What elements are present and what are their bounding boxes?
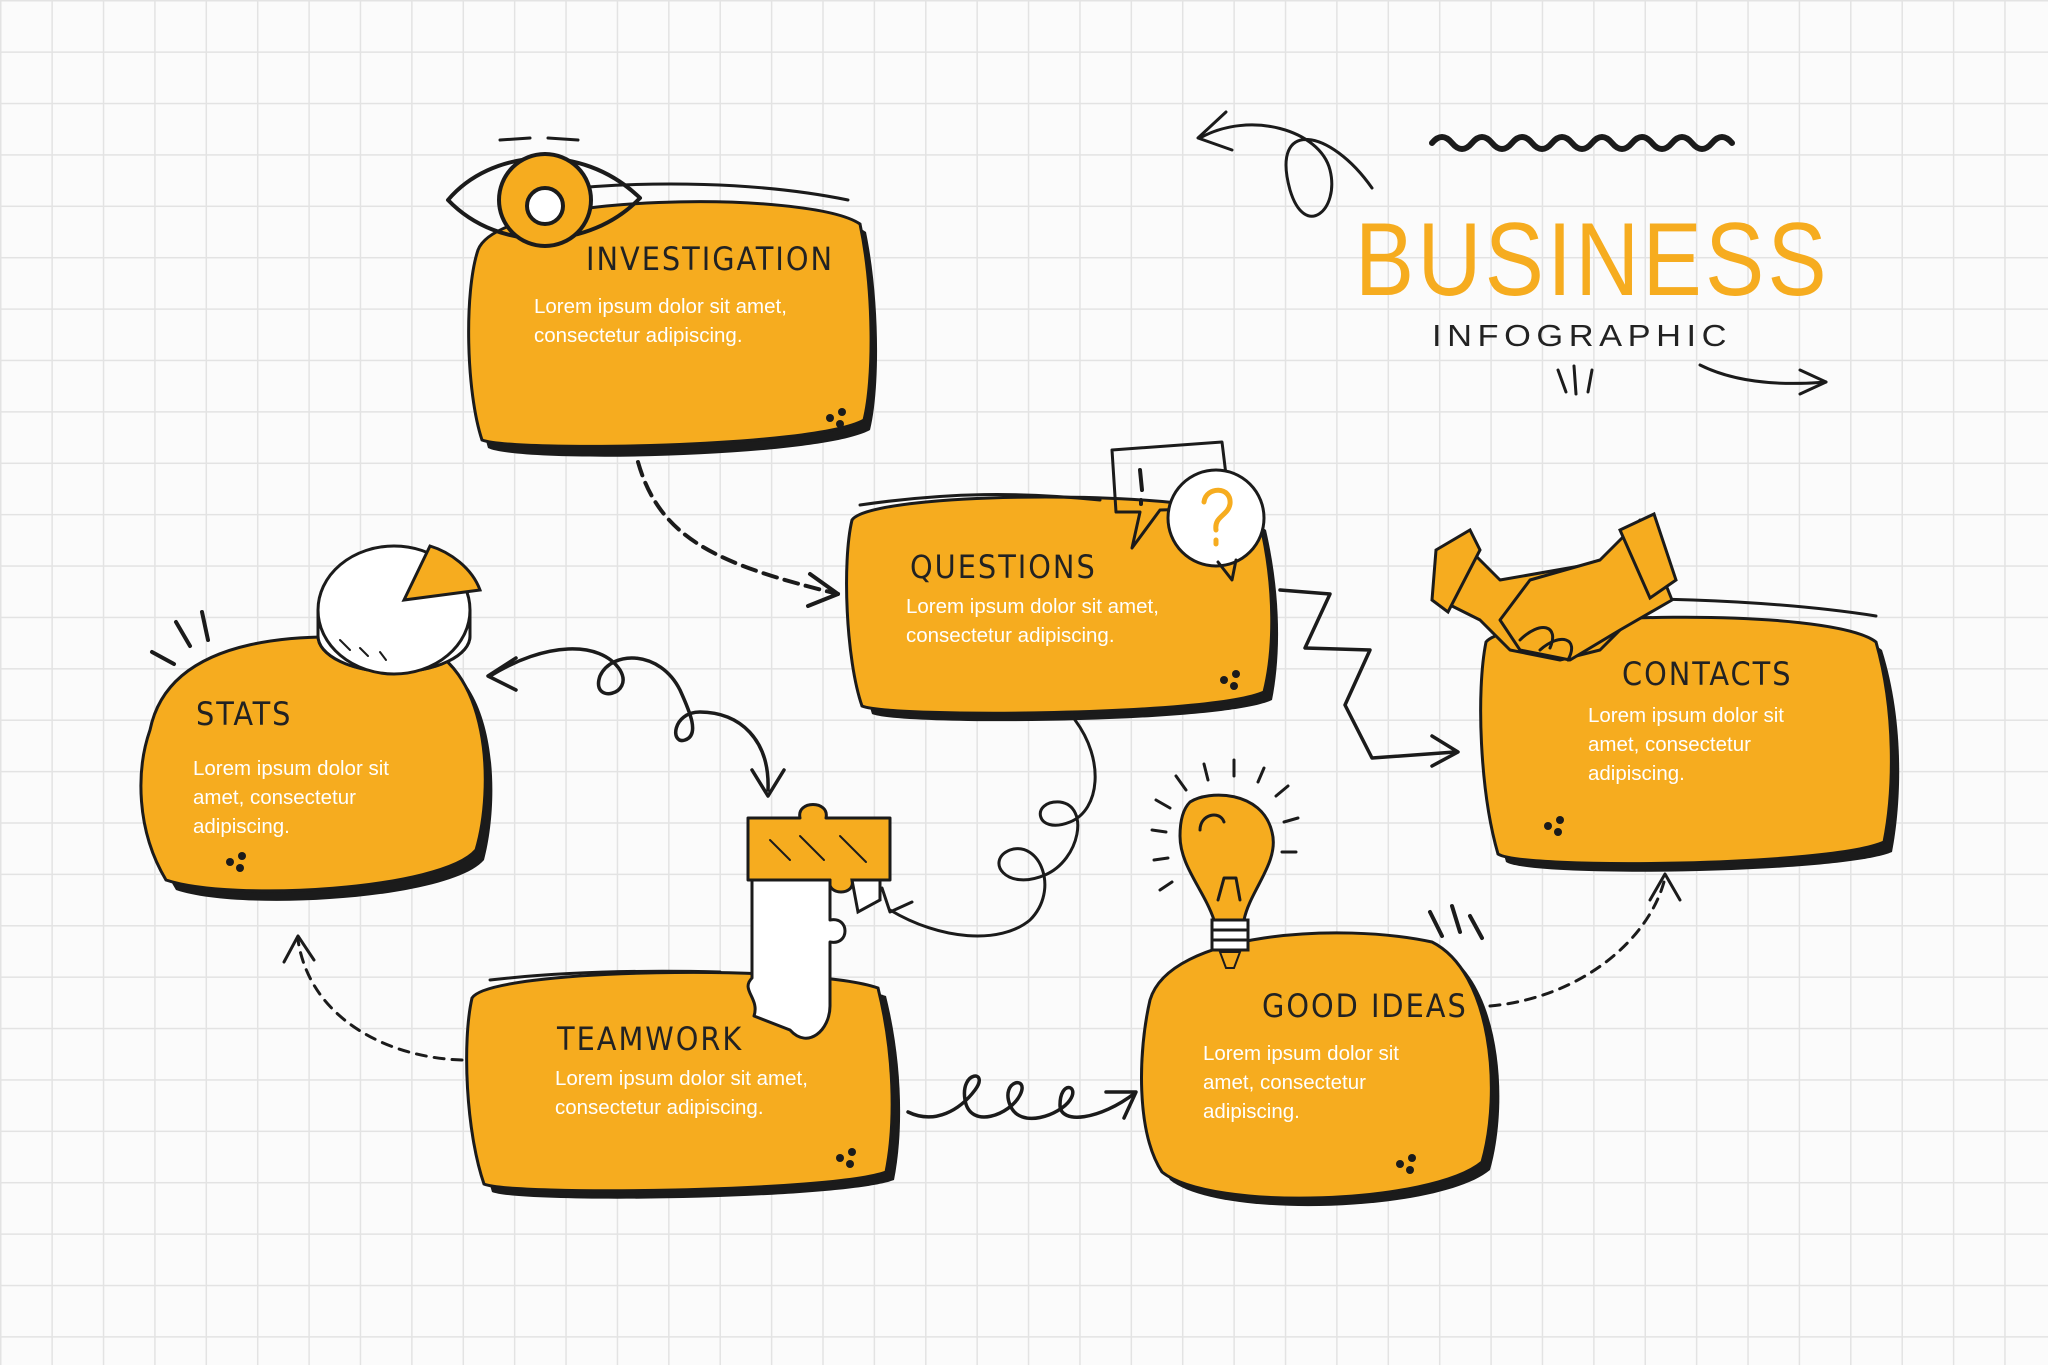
arrowhead [1430,734,1460,768]
card-body-text: Lorem ipsum dolor sit amet, consectetur … [534,295,793,347]
speech-bubbles-icon [1110,440,1266,582]
puzzle-icon [746,803,892,1040]
arrowhead [282,934,316,964]
card-body [1479,615,1893,866]
pie-chart-icon [316,544,483,676]
card-body-text: Lorem ipsum dolor sit amet, consectetur … [906,595,1165,647]
arrowhead [486,656,518,692]
arrow-questions-to-contacts [1278,588,1457,760]
card-body [1139,931,1493,1200]
title-spark-lines [1556,364,1594,396]
card-body [467,200,873,448]
title-group: BUSINESS INFOGRAPHIC [1196,110,1830,396]
title-right-arrow [1698,363,1828,385]
arrowhead [880,886,914,914]
step-card-investigation: INVESTIGATION Lorem ipsum dolor sit amet… [446,136,878,457]
card-heading: CONTACTS [1622,655,1792,693]
spark-lines [1428,904,1484,940]
arrowhead [806,572,840,608]
light-bulb-icon [1150,758,1300,969]
card-top-sketch-line [553,182,850,202]
step-card-contacts: CONTACTS Lorem ipsum dolor sit amet, con… [1430,511,1900,872]
arrow-teamwork-to-goodideas [906,1074,1137,1121]
arrow-investigation-to-questions [636,460,840,596]
card-heading: INVESTIGATION [586,240,834,278]
title-main: BUSINESS [1355,202,1830,318]
title-curl-arrowhead [1196,110,1234,152]
connector-arrows [282,460,1682,1121]
card-heading: TEAMWORK [556,1020,743,1058]
step-card-good-ideas: GOOD IDEAS Lorem ipsum dolor sit amet, c… [1139,758,1500,1207]
card-top-sketch-line [858,493,1102,507]
card-heading: GOOD IDEAS [1262,987,1468,1025]
arrow-questions-to-teamwork-loop [888,718,1097,938]
spark-lines [150,610,210,666]
decorative-dots [226,408,1564,1174]
step-card-stats: STATS Lorem ipsum dolor sit amet, consec… [139,544,493,901]
title-right-arrowhead [1798,368,1828,396]
title-curl-arrow [1198,123,1374,218]
card-body-text: Lorem ipsum dolor sit amet, consectetur … [555,1067,814,1119]
step-card-questions: QUESTIONS Lorem ipsum dolor sit amet, co… [845,440,1279,722]
arrow-teamwork-to-stats [296,938,464,1062]
arrow-goodideas-to-contacts [1488,876,1667,1008]
eye-icon [446,136,642,248]
card-body-text: Lorem ipsum dolor sit amet, consectetur … [193,757,395,838]
title-squiggle-decoration [1429,134,1735,152]
card-body-text: Lorem ipsum dolor sit amet, consectetur … [1203,1042,1405,1123]
step-card-teamwork: TEAMWORK Lorem ipsum dolor sit amet, con… [465,803,901,1199]
card-heading: QUESTIONS [910,548,1097,586]
arrowhead [1104,1090,1138,1120]
title-subtitle: INFOGRAPHIC [1432,318,1732,353]
card-top-sketch-line [488,969,722,982]
arrowhead [1648,872,1682,902]
card-body [139,635,487,893]
arrow-stats-questions-loop [488,647,770,792]
arrowhead [750,768,786,798]
card-heading: STATS [196,695,292,733]
handshake-icon [1430,511,1678,662]
card-body-text: Lorem ipsum dolor sit amet, consectetur … [1588,704,1790,785]
